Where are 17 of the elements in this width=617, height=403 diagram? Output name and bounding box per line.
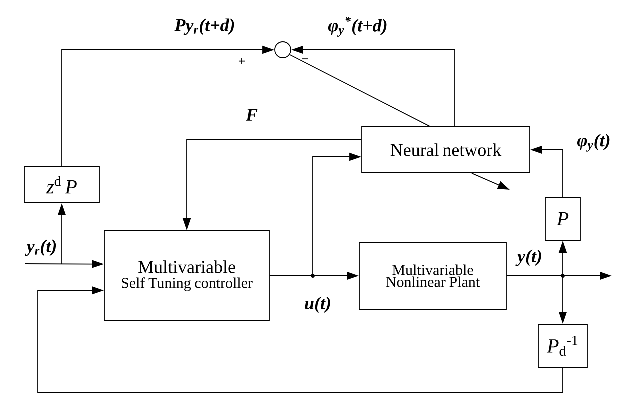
process-box: Neural network bbox=[362, 126, 530, 174]
arrow bbox=[38, 286, 564, 394]
sign-label: − bbox=[302, 58, 308, 60]
edge-label: Py$_{r}$(t+d) bbox=[174, 18, 234, 36]
edge-label: φ$_{y}$(t) bbox=[577, 134, 610, 152]
process-box: Multivariable Nonlinear Plant bbox=[359, 242, 507, 310]
transfer-block: P bbox=[545, 197, 581, 241]
summing-junction bbox=[274, 42, 292, 58]
transfer-block: z$^{d}$ P bbox=[24, 166, 100, 204]
edge-label: F bbox=[246, 109, 258, 121]
edge-label: φ$_{y}$$^{*}$(t+d) bbox=[328, 17, 387, 37]
edge-label: y$_{r}$(t) bbox=[25, 240, 56, 256]
process-box: Multivariable Self Tuning controller bbox=[104, 230, 270, 322]
edge-label: u(t) bbox=[305, 296, 330, 314]
transfer-block: P$_{d}$-1 bbox=[538, 324, 588, 368]
edge-label: y(t) bbox=[516, 250, 542, 266]
sign-label: + bbox=[239, 58, 246, 64]
